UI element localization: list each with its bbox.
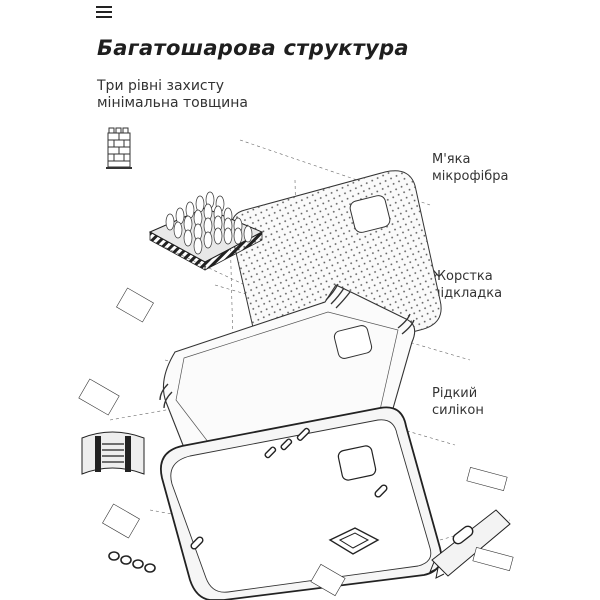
castle-tower-icon: [106, 127, 132, 169]
microfiber-texture-icon: [148, 191, 264, 271]
page-title: Багатошарова структура: [97, 36, 409, 60]
liquid-silicone-layer: [160, 406, 443, 600]
layer-label-liquid-silicone: Рідкий силікон: [432, 386, 484, 418]
measurement-stamps: [78, 287, 514, 597]
subtitle-line-1: Три рівні захисту: [97, 78, 225, 94]
side-button-clip-icon: [429, 509, 511, 579]
corner-bumper-icon: [81, 431, 145, 475]
subtitle: Три рівні захисту мінімальна товщина: [97, 78, 248, 112]
layer-label-microfiber: М'яка мікрофібра: [432, 152, 509, 184]
ring-chain-icon: [108, 551, 156, 573]
button-cover-icon: [328, 527, 380, 555]
layer-label-hard-base: Жорстка підкладка: [432, 269, 503, 301]
hamburger-menu-icon[interactable]: [96, 6, 112, 20]
subtitle-line-2: мінімальна товщина: [97, 95, 249, 111]
